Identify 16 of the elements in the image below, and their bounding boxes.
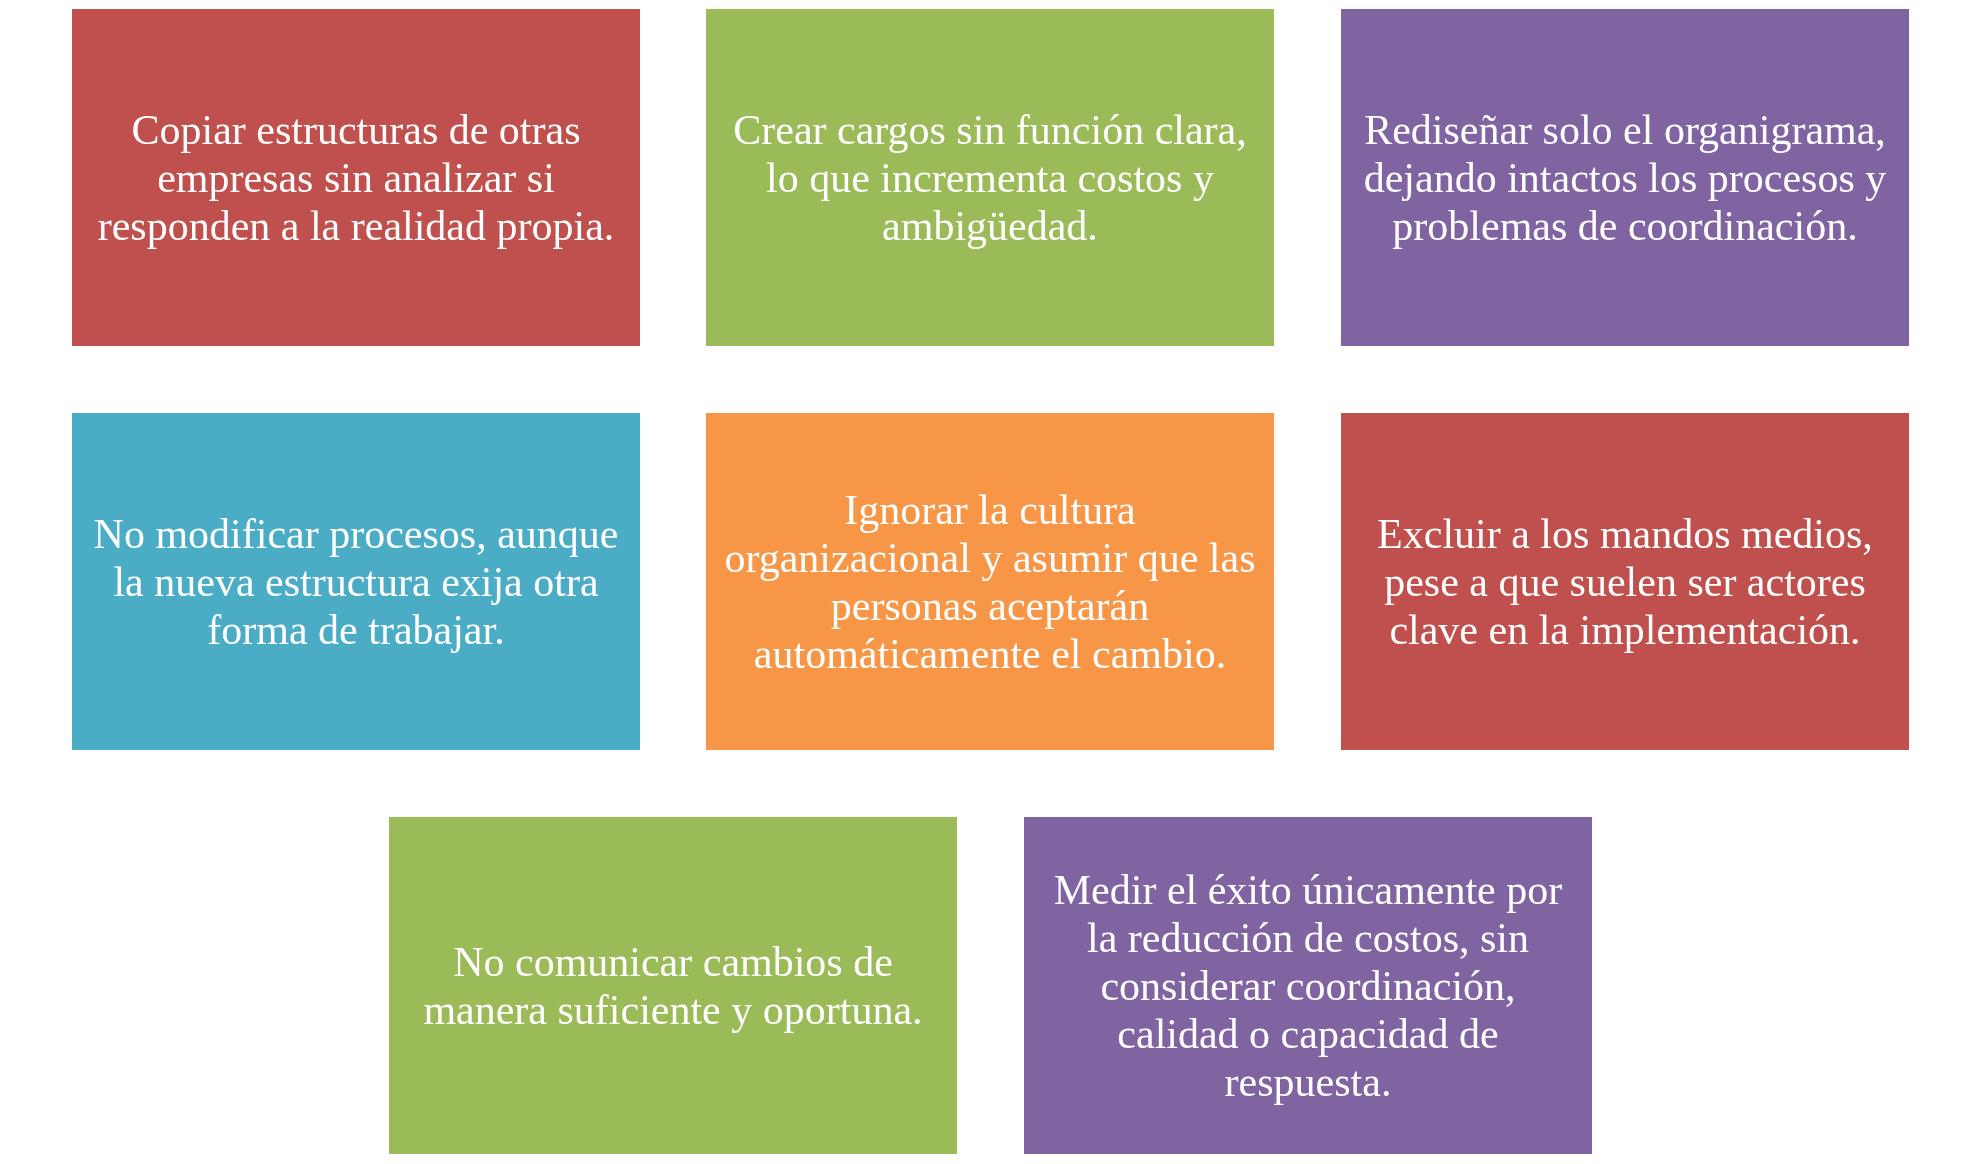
text-card [72, 9, 640, 346]
card-text: Excluir a los mandos medios, pese a que suelen ser actores clave en la implementación. [1376, 509, 1874, 654]
text-card [706, 9, 1274, 346]
text-card [72, 413, 640, 750]
card-text: Crear cargos sin función clara, lo que incrementa costos y ambigüedad. [732, 105, 1248, 250]
text-card [1341, 9, 1909, 346]
text-card [1024, 817, 1592, 1154]
card-text: Ignorar la cultura organizacional y asumir que las personas aceptarán automáticamente el cambio. [723, 485, 1257, 678]
card-text: No modificar procesos, aunque la nueva estructura exija otra forma de trabajar. [92, 509, 620, 654]
card-text: Copiar estructuras de otras empresas sin analizar si responden a la realidad propia. [96, 105, 616, 250]
card-text: Rediseñar solo el organigrama, dejando intactos los procesos y problemas de coordinación. [1362, 105, 1888, 250]
card-text: No comunicar cambios de manera suficiente y oportuna. [422, 937, 924, 1034]
text-card [706, 413, 1274, 750]
card-text: Medir el éxito únicamente por la reducción de costos, sin considerar coordinación, calidad o capacidad de respuesta. [1052, 865, 1564, 1106]
text-card [389, 817, 957, 1154]
text-card [1341, 413, 1909, 750]
